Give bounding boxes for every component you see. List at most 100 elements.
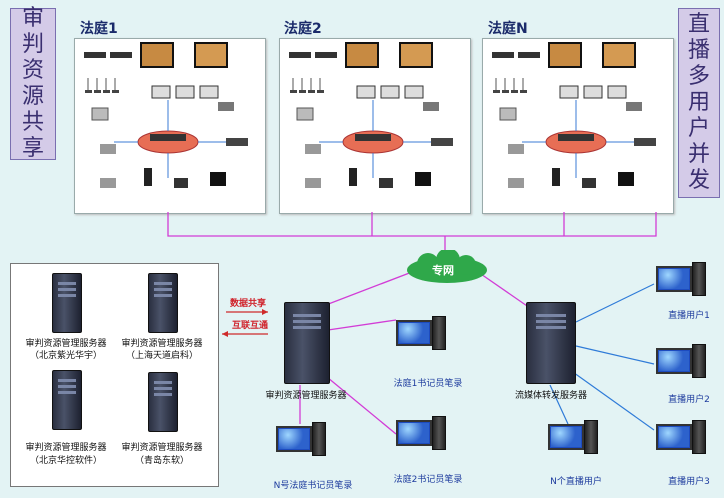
server-tower-icon [148, 273, 178, 333]
private-network-cloud-icon [407, 250, 487, 283]
right-banner-char: 户 [687, 116, 710, 141]
microphone-base-icon [493, 90, 500, 93]
switch-icon [226, 138, 248, 146]
recorder-icon [379, 178, 393, 188]
monitor-icon [404, 85, 424, 99]
court-screen-image [401, 44, 431, 66]
server-cluster-panel [10, 263, 219, 487]
court-title-n: 法庭N [488, 21, 528, 37]
pc-monitor-icon [210, 172, 226, 186]
laptop-icon [305, 144, 321, 154]
left-banner: 审 判 资 源 共 享 [10, 6, 56, 161]
microphone-base-icon [502, 90, 509, 93]
right-banner-char: 多 [687, 64, 710, 89]
stream-server-icon [526, 302, 576, 384]
main-server-label: 审判资源管理服务器 [265, 391, 347, 401]
server-label: 审判资源管理服务器 [121, 443, 203, 453]
monitor-icon [583, 85, 603, 99]
clerk-label-2: 法庭2书记员笔录 [393, 475, 463, 485]
cloud-label: 专网 [432, 264, 454, 277]
left-banner-char: 审 [21, 6, 44, 31]
device-box-icon [289, 52, 311, 58]
right-banner: 直 播 多 用 户 并 发 [678, 8, 720, 198]
tablet-icon [423, 102, 439, 111]
court-screen-image [347, 44, 377, 66]
microphone-base-icon [299, 90, 306, 93]
remote-icon [144, 168, 152, 186]
recorder-icon [174, 178, 188, 188]
n-users-pc-monitor-icon [548, 424, 584, 450]
document-camera-icon [296, 107, 314, 121]
laptop-icon [100, 144, 116, 154]
right-banner-char: 用 [687, 90, 710, 115]
pc-monitor-icon [618, 172, 634, 186]
laptop-icon [305, 178, 321, 188]
monitor-icon [356, 85, 376, 99]
microphone-base-icon [511, 90, 518, 93]
recorder-icon [582, 178, 596, 188]
device-box-icon [84, 52, 106, 58]
clerk-label-1: 法庭1书记员笔录 [393, 379, 463, 389]
server-label: 审判资源管理服务器 [25, 443, 107, 453]
left-banner-char: 判 [21, 32, 44, 57]
microphone-base-icon [290, 90, 297, 93]
right-banner-char: 并 [687, 142, 710, 167]
microphone-base-icon [308, 90, 315, 93]
monitor-icon [380, 85, 400, 99]
server-sublabel: （北京紫光华宇） [29, 351, 102, 361]
microphone-base-icon [94, 90, 101, 93]
server-tower-icon [52, 273, 82, 333]
clerk-pc-tower-icon [432, 416, 446, 450]
central-host-box-icon [558, 134, 594, 141]
live-user-label-3: 直播用户3 [668, 477, 710, 487]
live-user-tower-icon [692, 344, 706, 378]
left-banner-char: 共 [21, 110, 44, 135]
laptop-icon [100, 178, 116, 188]
server-label: 审判资源管理服务器 [25, 339, 107, 349]
microphone-base-icon [112, 90, 119, 93]
central-host-box-icon [355, 134, 391, 141]
server-sublabel: （青岛东软） [134, 456, 189, 466]
live-user-monitor-icon [656, 424, 692, 450]
clerk-pc-monitor-icon [396, 320, 432, 346]
stream-server-label: 流媒体转发服务器 [514, 391, 587, 401]
device-box-icon [518, 52, 540, 58]
device-box-icon [315, 52, 337, 58]
tablet-icon [626, 102, 642, 111]
monitor-icon [175, 85, 195, 99]
live-user-monitor-icon [656, 266, 692, 292]
n-users-label: N个直播用户 [550, 477, 602, 487]
server-sublabel: （北京华控软件） [29, 456, 102, 466]
live-user-monitor-icon [656, 348, 692, 374]
switch-icon [431, 138, 453, 146]
court-screen-image [196, 44, 226, 66]
pc-monitor-icon [415, 172, 431, 186]
court-screen-image [550, 44, 580, 66]
document-camera-icon [91, 107, 109, 121]
live-user-label-1: 直播用户1 [668, 311, 710, 321]
live-user-tower-icon [692, 420, 706, 454]
switch-icon [634, 138, 656, 146]
monitor-icon [199, 85, 219, 99]
central-host-box-icon [150, 134, 186, 141]
clerk-pc-monitor-icon [396, 420, 432, 446]
device-box-icon [492, 52, 514, 58]
remote-icon [349, 168, 357, 186]
microphone-base-icon [520, 90, 527, 93]
interconnect-label: 互联互通 [232, 321, 269, 331]
clerk-pc-tower-icon [432, 316, 446, 350]
microphone-base-icon [103, 90, 110, 93]
right-banner-char: 播 [687, 38, 710, 63]
n-users-pc-tower-icon [584, 420, 598, 454]
laptop-icon [508, 178, 524, 188]
right-banner-char: 直 [687, 12, 710, 37]
laptop-icon [508, 144, 524, 154]
device-box-icon [110, 52, 132, 58]
document-camera-icon [499, 107, 517, 121]
live-user-tower-icon [692, 262, 706, 296]
court-screen-image [142, 44, 172, 66]
clerk-pc-monitor-icon [276, 426, 312, 452]
server-tower-icon [148, 372, 178, 432]
